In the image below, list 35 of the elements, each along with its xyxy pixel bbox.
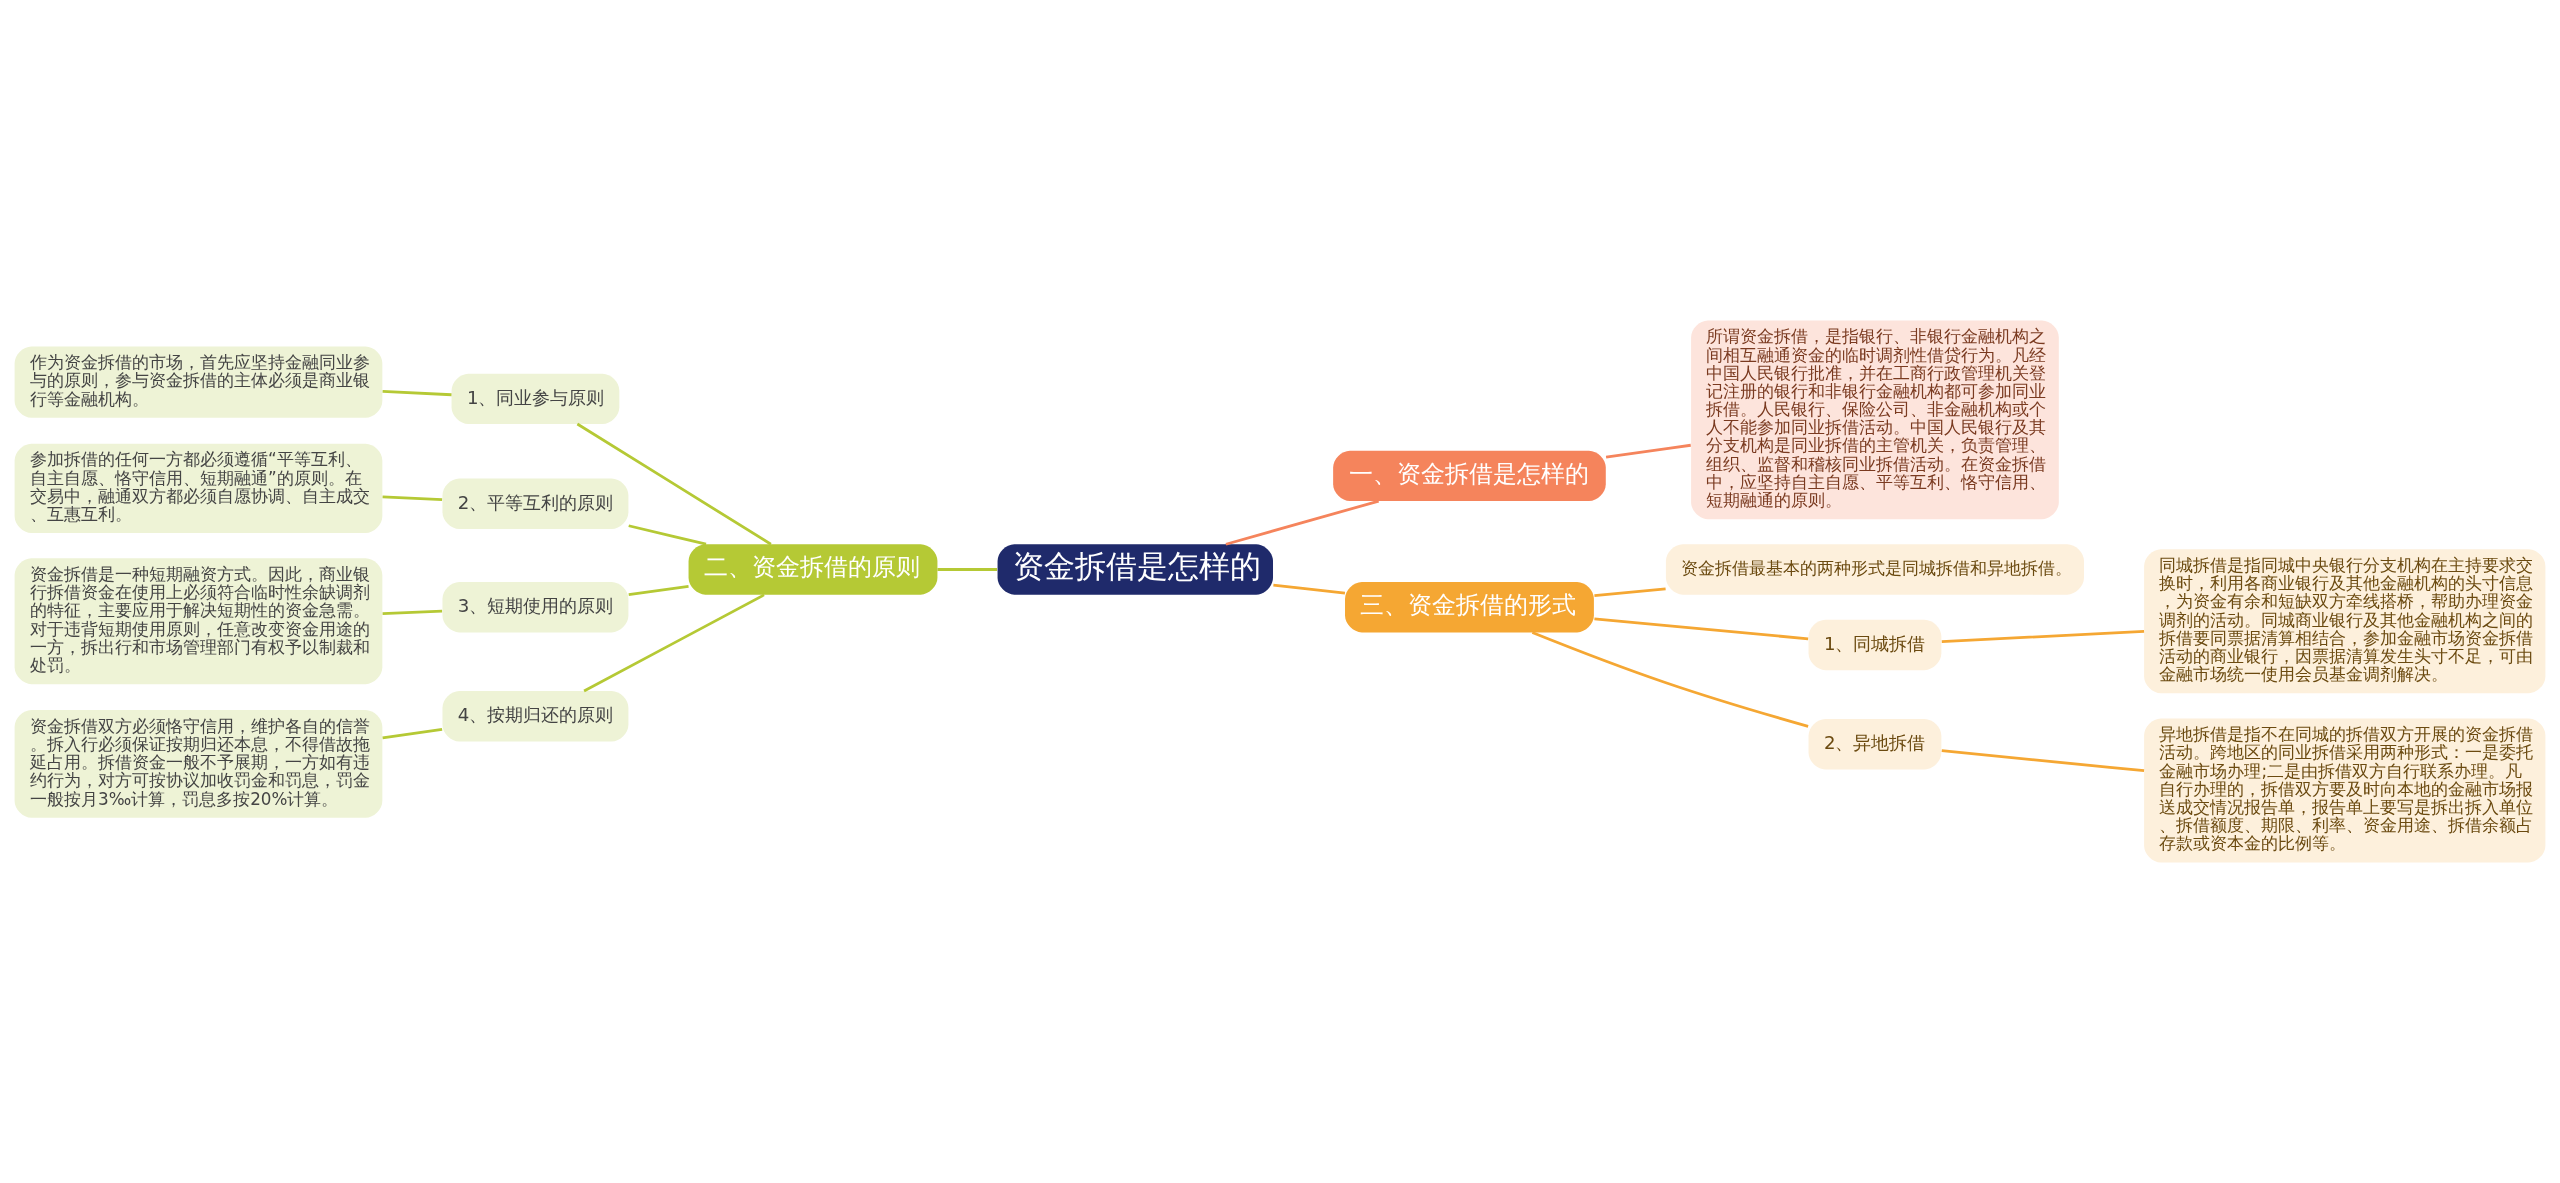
- connector: [1531, 631, 1809, 728]
- connector: [937, 568, 998, 571]
- node-box: 资金拆借是怎样的: [997, 544, 1273, 595]
- connector: [1605, 443, 1691, 459]
- node-box: 作为资金拆借的市场，首先应坚持金融同业参与的原则，参与资金拆借的主体必须是商业银行等金融机构。: [14, 346, 383, 418]
- connector: [1594, 587, 1666, 598]
- connector: [1225, 499, 1380, 546]
- node-box: 1、同业参与原则: [451, 373, 620, 425]
- node-box: 2、平等互利的原则: [442, 478, 629, 529]
- connector: [1941, 629, 2145, 644]
- connector: [583, 593, 765, 693]
- connector: [382, 389, 452, 397]
- connector: [1594, 617, 1809, 641]
- connector: [382, 728, 443, 740]
- connector: [1941, 749, 2145, 773]
- node-box: 同城拆借是指同城中央银行分支机构在主持要求交换时，利用各商业银行及其他金融机构的头寸信息，为资金有余和短缺双方牵线搭桥，帮助办理资金调剂的活动。同城商业银行及其他金融机构之间的拆借要同票据清算相结合，参加金融市场资金拆借活动的商业银行，因票据清算发生头寸不足，可由金融市场统一使用会员基金调剂解决。: [2144, 549, 2546, 694]
- node-box: 资金拆借最基本的两种形式是同城拆借和异地拆借。: [1665, 544, 2084, 595]
- node-box: 参加拆借的任何一方都必须遵循“平等互利、自主自愿、恪守信用、短期融通”的原则。在交易中，融通双方都必须自愿协调、自主成交、互惠互利。: [14, 443, 383, 534]
- node-box: 资金拆借双方必须恪守信用，维护各自的信誉。拆入行必须保证按期归还本息，不得借故拖延占用。拆借资金一般不予展期，一方如有违约行为，对方可按协议加收罚金和罚息，罚金一般按月3‰计算，罚息多按20%计算。: [14, 710, 383, 818]
- connector: [628, 585, 689, 596]
- connector: [382, 609, 443, 615]
- connector: [628, 524, 707, 546]
- node-box: 3、短期使用的原则: [442, 582, 629, 633]
- connector: [382, 495, 443, 501]
- node-box: 二、资金拆借的原则: [688, 544, 938, 595]
- node-box: 一、资金拆借是怎样的: [1333, 450, 1606, 501]
- connector: [1273, 583, 1346, 595]
- node-box: 三、资金拆借的形式: [1345, 582, 1594, 633]
- node-box: 所谓资金拆借，是指银行、非银行金融机构之间相互融通资金的临时调剂性借贷行为。凡经中国人民银行批准，并在工商行政管理机关登记注册的银行和非银行金融机构都可参加同业拆借。人民银行、保险公司、非金融机构或个人不能参加同业拆借活动。中国人民银行及其分支机构是同业拆借的主管机关，负责管理、组织、监督和稽核同业拆借活动。在资金拆借中，应坚持自主自愿、平等互利、恪守信用、短期融通的原则。: [1691, 320, 2059, 520]
- connector: [576, 422, 772, 546]
- node-box: 2、异地拆借: [1808, 719, 1942, 770]
- node-box: 4、按期归还的原则: [442, 691, 629, 742]
- node-box: 资金拆借是一种短期融资方式。因此，商业银行拆借资金在使用上必须符合临时性余缺调剂的特征，主要应用于解决短期性的资金急需。对于违背短期使用原则，任意改变资金用途的一方，拆出行和市场管理部门有权予以制裁和处罚。: [14, 558, 383, 685]
- node-box: 异地拆借是指不在同城的拆借双方开展的资金拆借活动。跨地区的同业拆借采用两种形式：一是委托金融市场办理;二是由拆借双方自行联系办理。凡自行办理的，拆借双方要及时向本地的金融市场报送成交情况报告单，报告单上要写是拆出拆入单位、拆借额度、期限、利率、资金用途、拆借余额占存款或资本金的比例等。: [2144, 718, 2546, 863]
- node-box: 1、同城拆借: [1808, 619, 1942, 671]
